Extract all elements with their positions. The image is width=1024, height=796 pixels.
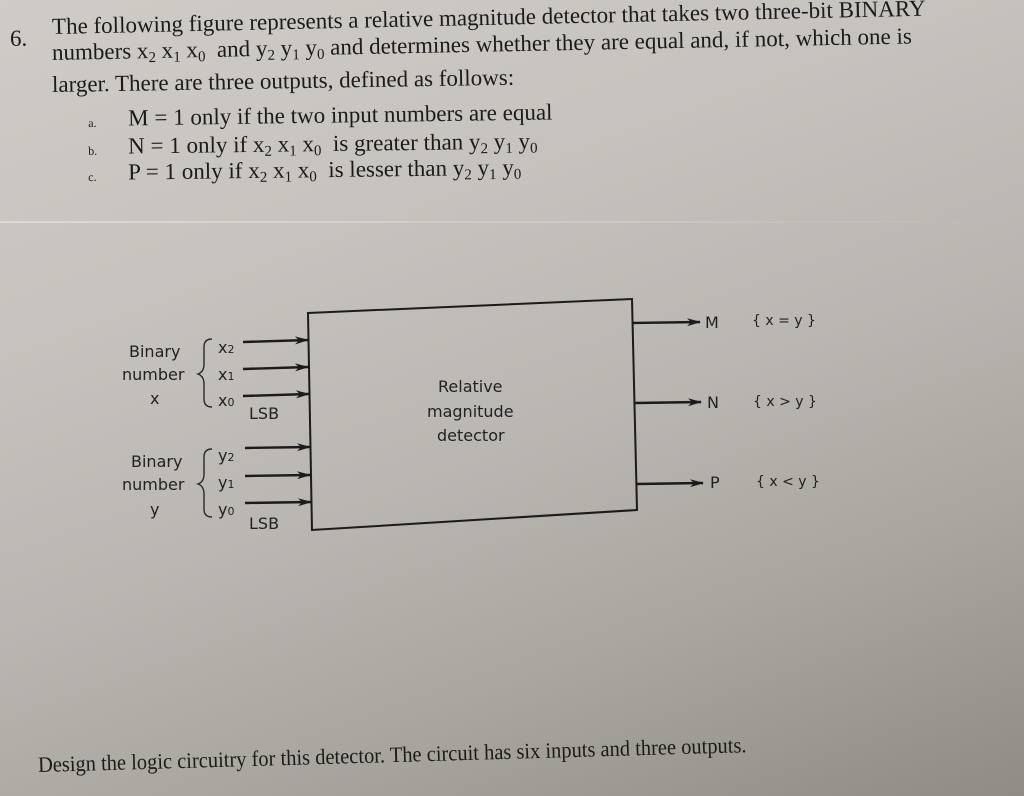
- question-number: 6.: [10, 26, 28, 51]
- output-m-condition: { x = y }: [752, 313, 816, 329]
- signal-y0: y0: [218, 500, 235, 519]
- signal-y2: y2: [218, 446, 235, 465]
- input-group-x-label-3: x: [150, 389, 160, 408]
- signal-x2: x2: [218, 338, 235, 357]
- block-label-line-2: magnitude: [427, 402, 514, 421]
- detector-block: [306, 297, 639, 532]
- block-label-line-1: Relative: [438, 377, 503, 396]
- signal-x0: x0: [218, 391, 235, 410]
- input-group-y-label-3: y: [150, 500, 160, 519]
- paper-fold-line: [0, 221, 1024, 223]
- lsb-label-y: LSB: [249, 514, 280, 533]
- input-group-x-label-2: number: [122, 365, 185, 384]
- output-p-name: P: [710, 473, 720, 492]
- output-n-name: N: [707, 393, 719, 412]
- block-label-line-3: detector: [437, 426, 505, 445]
- input-group-y-label-2: number: [122, 475, 185, 494]
- lsb-label-x: LSB: [249, 404, 280, 423]
- output-m-name: M: [705, 313, 719, 332]
- input-group-y-label-1: Binary: [131, 452, 183, 471]
- input-group-x-label-1: Binary: [129, 342, 181, 361]
- signal-y1: y1: [218, 473, 235, 492]
- output-p-condition: { x < y }: [756, 474, 820, 490]
- signal-x1: x1: [218, 365, 235, 384]
- output-n-condition: { x > y }: [753, 394, 817, 410]
